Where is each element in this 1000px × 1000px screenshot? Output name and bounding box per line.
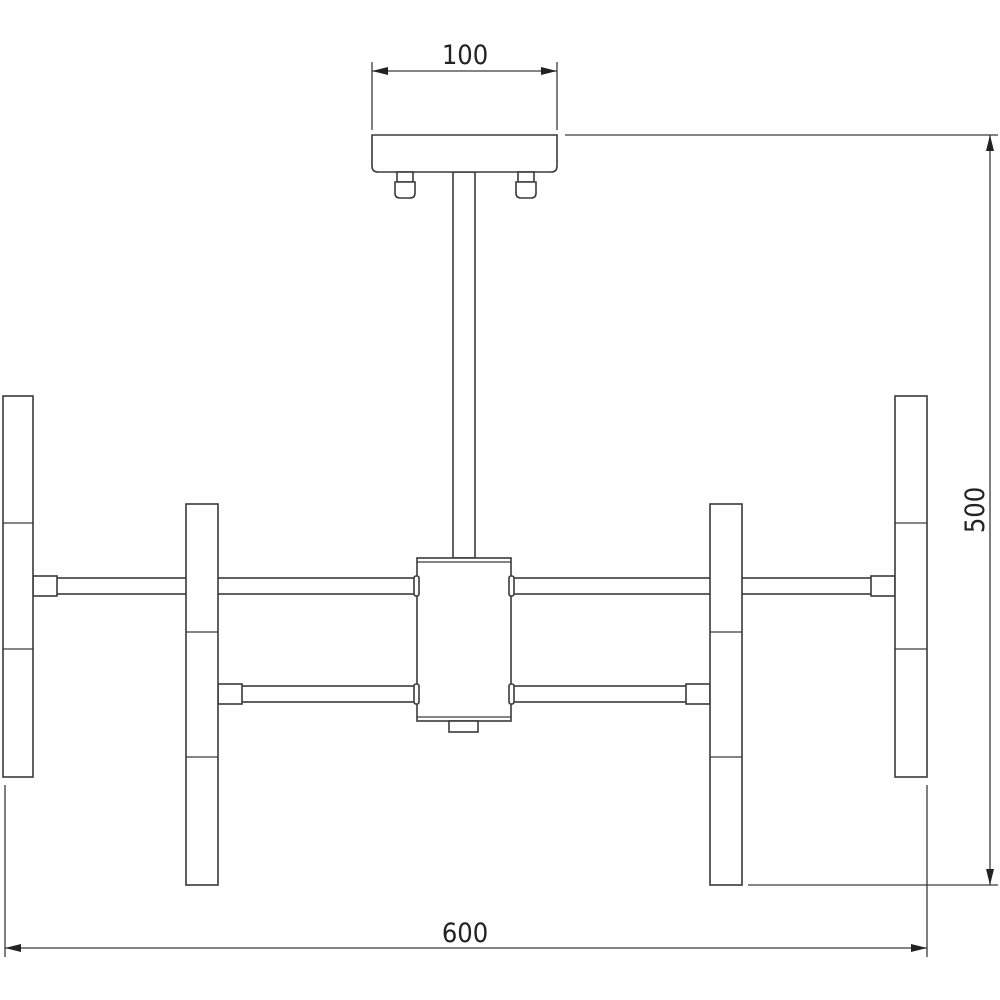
dimension-total-height: 500 [565, 134, 998, 886]
light-bar-inner-left [185, 503, 219, 886]
center-hub [413, 557, 515, 733]
light-bar-inner-right [709, 503, 743, 886]
arm-end-cap [870, 575, 896, 597]
light-bar-outer-right [894, 395, 928, 778]
arm-end-cap [217, 683, 243, 705]
stem-rod [452, 171, 476, 559]
light-bar-outer-left [2, 395, 34, 778]
arm-end-cap [685, 683, 711, 705]
dimension-label-500: 500 [960, 487, 991, 533]
ceiling-canopy [371, 134, 558, 173]
dimension-label-600: 600 [442, 918, 488, 949]
dimension-label-100: 100 [442, 40, 488, 71]
dimension-total-width: 600 [4, 785, 928, 957]
dimension-canopy-width: 100 [371, 40, 558, 130]
arm-end-cap [32, 575, 58, 597]
canopy-screw-right [515, 171, 537, 199]
canopy-screw-left [394, 171, 416, 199]
